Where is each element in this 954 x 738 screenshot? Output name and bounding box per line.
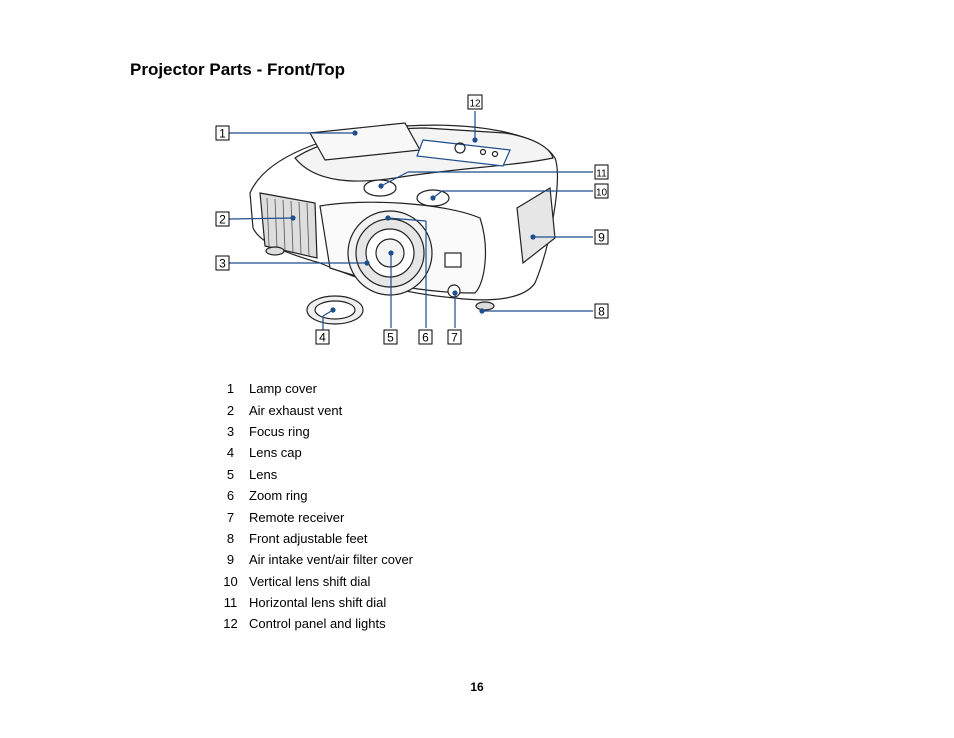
projector-diagram: 1 2 3 4 5 6 7 8 9 10 11 12 — [215, 94, 609, 345]
part-label: Horizontal lens shift dial — [249, 595, 387, 611]
svg-text:11: 11 — [596, 169, 607, 180]
list-item: 6 Zoom ring — [212, 485, 612, 506]
callout-1: 1 — [215, 125, 230, 141]
list-item: 1 Lamp cover — [212, 378, 612, 399]
svg-text:3: 3 — [219, 257, 226, 271]
svg-text:7: 7 — [451, 331, 458, 345]
svg-text:4: 4 — [319, 331, 326, 345]
callout-10: 10 — [594, 183, 609, 199]
part-number: 7 — [226, 509, 235, 525]
part-label: Lens cap — [249, 445, 302, 461]
part-label: Front adjustable feet — [249, 530, 368, 546]
parts-list: 1 Lamp cover 2 Air exhaust vent 3 Focus rin… — [212, 378, 612, 635]
svg-text:5: 5 — [387, 331, 394, 345]
list-item: 12 Control panel and lights — [212, 613, 612, 634]
part-label: Control panel and lights — [249, 616, 386, 632]
part-number: 3 — [226, 423, 235, 439]
part-number: 10 — [223, 573, 238, 589]
part-label: Zoom ring — [249, 488, 308, 504]
callout-3: 3 — [215, 255, 230, 271]
list-item: 7 Remote receiver — [212, 506, 612, 527]
projector-illustration — [249, 122, 558, 325]
part-label: Air exhaust vent — [249, 402, 343, 418]
list-item: 4 Lens cap — [212, 442, 612, 463]
callout-11: 11 — [594, 164, 609, 180]
part-number: 8 — [226, 530, 235, 546]
part-label: Remote receiver — [249, 509, 345, 525]
part-number: 5 — [226, 466, 235, 482]
svg-text:6: 6 — [422, 331, 429, 345]
svg-text:8: 8 — [598, 305, 605, 319]
callout-7: 7 — [447, 329, 462, 345]
part-label: Lens — [249, 466, 278, 482]
page-title: Projector Parts - Front/Top — [130, 60, 346, 79]
callout-5: 5 — [383, 329, 398, 345]
part-number: 4 — [226, 445, 235, 461]
part-label: Focus ring — [249, 423, 310, 439]
part-label: Vertical lens shift dial — [249, 573, 371, 589]
part-number: 6 — [226, 488, 235, 504]
svg-text:10: 10 — [596, 188, 608, 199]
list-item: 2 Air exhaust vent — [212, 399, 612, 420]
callout-2: 2 — [215, 211, 230, 227]
list-item: 11 Horizontal lens shift dial — [212, 592, 612, 613]
svg-text:2: 2 — [219, 213, 226, 227]
callout-12: 12 — [467, 94, 483, 110]
part-label: Lamp cover — [249, 381, 317, 397]
part-number: 12 — [223, 616, 238, 632]
list-item: 9 Air intake vent/air filter cover — [212, 549, 612, 570]
page-number: 16 — [470, 680, 484, 694]
callout-4: 4 — [315, 329, 330, 345]
list-item: 5 Lens — [212, 464, 612, 485]
callout-9: 9 — [594, 229, 609, 245]
svg-text:12: 12 — [469, 99, 481, 110]
list-item: 10 Vertical lens shift dial — [212, 571, 612, 592]
part-number: 11 — [223, 595, 238, 611]
part-number: 1 — [226, 381, 235, 397]
svg-text:9: 9 — [598, 231, 605, 245]
callout-6: 6 — [418, 329, 433, 345]
callout-8: 8 — [594, 303, 609, 319]
list-item: 3 Focus ring — [212, 421, 612, 442]
part-number: 2 — [226, 402, 235, 418]
svg-text:1: 1 — [219, 127, 226, 141]
part-number: 9 — [226, 552, 235, 568]
part-label: Air intake vent/air filter cover — [249, 552, 414, 568]
list-item: 8 Front adjustable feet — [212, 528, 612, 549]
